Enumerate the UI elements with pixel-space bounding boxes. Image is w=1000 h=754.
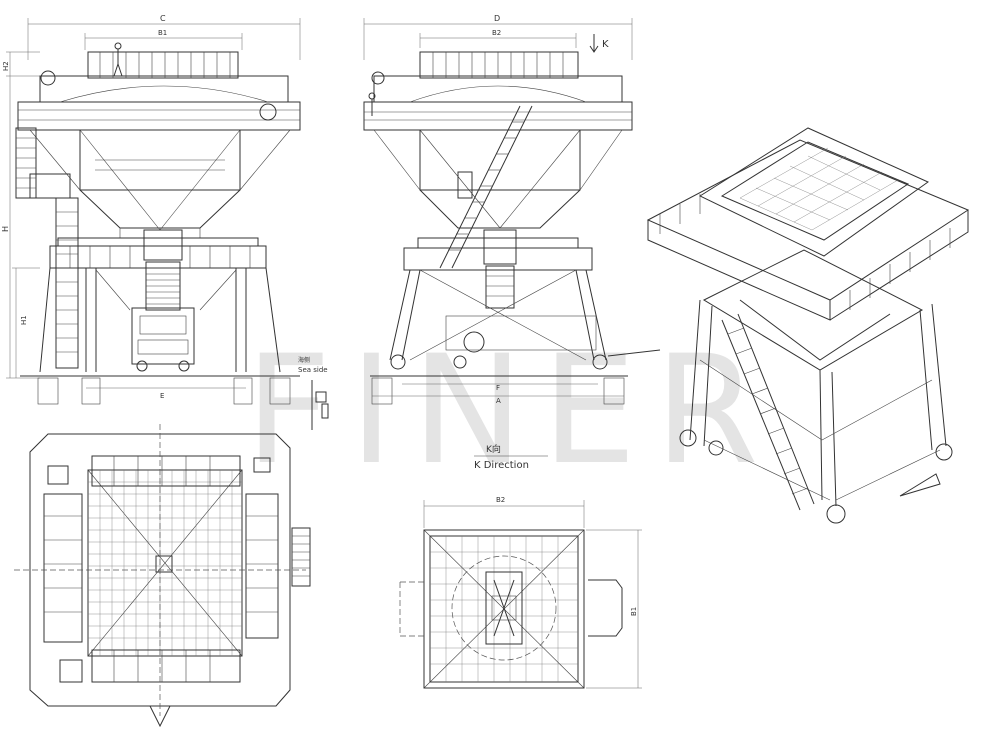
dim-label-f: F <box>496 384 500 392</box>
dim-label-c: C <box>160 14 166 23</box>
dim-label-h1: H1 <box>20 315 28 325</box>
plan-view <box>14 424 311 728</box>
dim-label-b2: B2 <box>492 29 501 37</box>
dim-label-d: D <box>494 14 500 23</box>
front-elevation-view: C B1 H2 H H1 <box>1 14 329 430</box>
k-direction-label-cn: K向 <box>486 443 501 455</box>
dim-label-h2: H2 <box>2 61 10 71</box>
dim-label-b1: B1 <box>158 29 167 37</box>
k-direction-view: B2 B1 <box>399 496 642 689</box>
sea-side-label-en: Sea side <box>298 366 328 374</box>
dim-label-e: E <box>160 392 164 400</box>
side-elevation-view: D B2 K <box>363 14 661 471</box>
k-direction-label-en: K Direction <box>474 460 529 471</box>
watermark-text: FINER <box>245 324 777 498</box>
dim-label-h: H <box>1 226 10 232</box>
k-arrow-label: K <box>602 39 609 50</box>
sea-side-label-cn: 海侧 <box>298 356 310 364</box>
dim-label-b2-bottom: B2 <box>496 496 505 504</box>
dim-label-b1-bottom: B1 <box>630 607 638 616</box>
isometric-view <box>646 127 970 524</box>
dim-label-a: A <box>496 397 501 405</box>
